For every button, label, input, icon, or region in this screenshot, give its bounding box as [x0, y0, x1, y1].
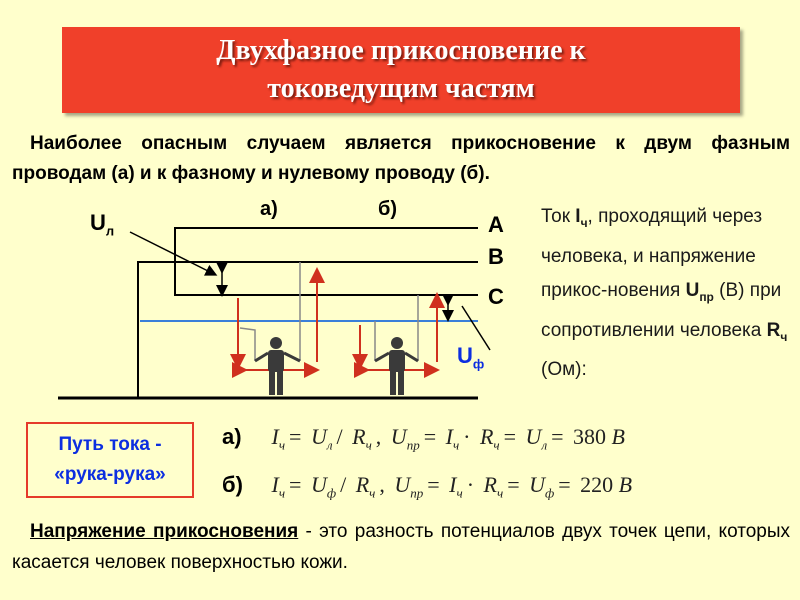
formula-symbol: Rч — [478, 472, 504, 501]
formula-symbol: Rч — [350, 472, 376, 501]
person-a — [254, 337, 301, 395]
label-phase-b: B — [488, 244, 504, 269]
formula-row-a: а) Iч= Uл/ Rч, Uпр= Iч· Rч= Uл= 380 B — [222, 424, 625, 453]
uf-pointer — [461, 305, 491, 351]
formula-symbol: Uф — [523, 472, 555, 501]
formula-case-label: б) — [222, 472, 243, 497]
formula-symbol: Iч — [443, 472, 463, 501]
ul-pointer — [129, 231, 218, 276]
formula-operator: = — [507, 472, 520, 497]
formula-symbol: Iч — [440, 424, 460, 453]
formula-symbol: Iч — [266, 424, 286, 453]
formula-case-label: а) — [222, 424, 242, 449]
formula-operator: = — [289, 472, 302, 497]
label-phase-c: C — [488, 284, 504, 309]
formula-symbol: B — [611, 424, 625, 449]
formula-symbol: Uф — [305, 472, 337, 501]
intro-text: Наиболее опасным случаем является прикос… — [12, 133, 790, 184]
formula-operator: = — [423, 424, 437, 449]
definition-paragraph: Напряжение прикосновения - это разность … — [12, 516, 790, 578]
formula-symbol: Uпр — [388, 472, 424, 501]
formula-symbol: Uпр — [385, 424, 420, 453]
formula-symbol: Uл — [305, 424, 333, 453]
formula-operator: = — [427, 472, 440, 497]
formula-operator: = — [503, 424, 517, 449]
formula-operator: · — [466, 472, 475, 497]
formula-operator: = — [558, 472, 571, 497]
phase-wire-b — [137, 261, 478, 398]
definition-text: - это разность потенциалов двух точек це… — [12, 521, 790, 573]
formula-operator: = — [551, 424, 564, 449]
phase-wire-c — [174, 228, 478, 296]
formula-symbol: Rч — [346, 424, 372, 453]
case-b-contact — [352, 292, 445, 395]
formula-number: 220 — [574, 472, 619, 497]
formula-operator: , — [375, 424, 382, 449]
slide-title: Двухфазное прикосновение к токоведущим ч… — [62, 27, 740, 113]
formula-symbol: B — [618, 472, 633, 497]
formula-row-b: б) Iч= Uф/ Rч, Uпр= Iч· Rч= Uф= 220 B — [222, 472, 632, 501]
formula-number: 380 — [567, 424, 612, 449]
formula-operator: / — [336, 424, 343, 449]
formula-symbol: Uл — [520, 424, 548, 453]
label-ul: Uл — [90, 210, 115, 239]
current-path-box: Путь тока - «рука-рука» — [26, 422, 194, 498]
slide-title-line1: Двухфазное прикосновение к — [216, 35, 586, 66]
side-explanation: Ток Iч, проходящий через человека, и нап… — [541, 206, 788, 381]
slide-title-line2: токоведущим частям — [267, 73, 535, 104]
formula-operator: = — [289, 424, 302, 449]
formula-symbol: Iч — [266, 472, 286, 501]
formula-operator: · — [463, 424, 471, 449]
person-b — [374, 337, 419, 395]
intro-paragraph: Наиболее опасным случаем является прикос… — [12, 129, 790, 189]
phase-wires — [137, 227, 478, 398]
current-path-line2: «рука-рука» — [54, 464, 166, 485]
case-a-contact — [230, 262, 325, 395]
label-case-b: б) — [378, 198, 398, 220]
formula-symbol: Rч — [474, 424, 500, 453]
definition-term: Напряжение прикосновения — [30, 521, 299, 542]
two-phase-contact-diagram — [58, 227, 491, 400]
formula-operator: , — [379, 472, 385, 497]
current-path-line1: Путь тока - — [58, 434, 162, 455]
label-uf: Uф — [457, 343, 485, 372]
formula-operator: / — [340, 472, 347, 497]
label-case-a: а) — [260, 198, 278, 220]
label-phase-a: A — [488, 212, 504, 237]
